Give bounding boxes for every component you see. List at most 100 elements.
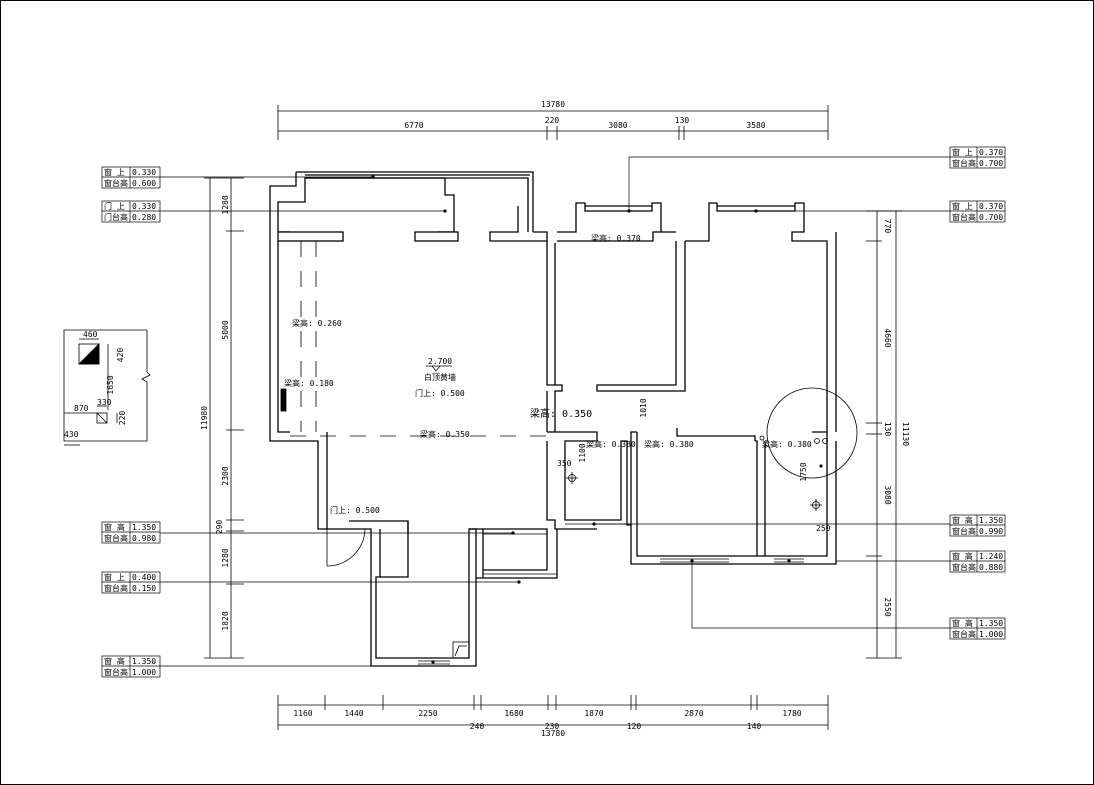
bottom-total-dim: 13780 (541, 729, 565, 738)
beam-lines (290, 241, 547, 437)
door-label-center: 门上: 0.500 (415, 388, 465, 398)
right-dim-130: 130 (883, 422, 892, 437)
note-2-label2: 门台高 (104, 212, 128, 222)
note-8-label1: 窗 高 (952, 515, 973, 525)
note-8: 窗 高 1.350 窗台高 0.990 (952, 515, 1003, 536)
top-dim-3580: 3580 (746, 121, 765, 130)
right-dim-3080: 3080 (883, 485, 892, 504)
bottom-dim-2250: 2250 (418, 709, 437, 718)
note-6-value2: 0.700 (979, 159, 1003, 168)
bottom-dim-1680: 1680 (504, 709, 523, 718)
bottom-dim-1160: 1160 (293, 709, 312, 718)
note-4-value2: 0.150 (132, 584, 156, 593)
ceiling-finish: 白顶黄墙 (424, 372, 456, 382)
note-7-label2: 窗台高 (952, 212, 976, 222)
detail-dim-220: 220 (118, 411, 127, 426)
note-9-value1: 1.240 (979, 552, 1003, 561)
beam-label-0350-a: 梁高: 0.350 (420, 429, 470, 439)
top-dim-130: 130 (675, 116, 690, 125)
note-9-label2: 窗台高 (952, 562, 976, 572)
left-dim-1280a: 1280 (221, 195, 230, 214)
note-7-value2: 0.700 (979, 213, 1003, 222)
beam-label-0350-b: 梁高: 0.350 (530, 407, 592, 420)
detail-dim-870: 870 (74, 404, 89, 413)
note-5-label2: 窗台高 (104, 667, 128, 677)
left-dimension-chain (204, 177, 244, 659)
note-10: 窗 高 1.350 窗台高 1.000 (952, 618, 1003, 639)
right-dim-770: 770 (883, 219, 892, 234)
note-9-label1: 窗 高 (952, 551, 973, 561)
note-3-label1: 窗 高 (104, 522, 125, 532)
note-10-label1: 窗 高 (952, 618, 973, 628)
note-1-label2: 窗台高 (104, 178, 128, 188)
right-leaders (594, 156, 950, 629)
top-total-dim: 13780 (541, 100, 565, 109)
note-1-label1: 窗 上 (104, 167, 125, 177)
note-8-value1: 1.350 (979, 516, 1003, 525)
detail-dim-430: 430 (64, 430, 79, 439)
dim-1010: 1010 (639, 398, 648, 417)
detail-dim-1650: 1650 (106, 375, 115, 394)
note-5-label1: 窗 高 (104, 656, 125, 666)
top-dimension-chain (277, 105, 829, 140)
left-dim-5000: 5000 (221, 320, 230, 339)
note-10-value2: 1.000 (979, 630, 1003, 639)
beam-label-0260: 梁高: 0.260 (292, 318, 342, 328)
right-total-dim: 11130 (901, 422, 910, 446)
note-6-label2: 窗台高 (952, 158, 976, 168)
note-7-label1: 窗 上 (952, 201, 973, 211)
note-2: 门 上 0.330 门台高 0.280 (104, 201, 156, 222)
note-9: 窗 高 1.240 窗台高 0.880 (952, 551, 1003, 572)
bottom-sub-230: 230 (545, 722, 560, 731)
top-dim-220: 220 (545, 116, 560, 125)
note-8-value2: 0.990 (979, 527, 1003, 536)
note-3-value1: 1.350 (132, 523, 156, 532)
beam-label-0370: 梁高: 0.370 (591, 233, 641, 243)
beam-label-0380-c: 梁高: 0.380 (762, 439, 812, 449)
left-dim-1280b: 1280 (221, 548, 230, 567)
note-2-value1: 0.330 (132, 202, 156, 211)
bottom-dim-2870: 2870 (684, 709, 703, 718)
note-4-value1: 0.400 (132, 573, 156, 582)
bottom-dim-1440: 1440 (344, 709, 363, 718)
note-boxes-right (949, 146, 1006, 640)
note-9-value2: 0.880 (979, 563, 1003, 572)
beam-label-0380-b: 梁高: 0.380 (644, 439, 694, 449)
right-dim-2550: 2550 (883, 597, 892, 616)
note-3-value2: 0.980 (132, 534, 156, 543)
ceiling-level-marker (426, 365, 452, 372)
left-total-dim: 11980 (200, 406, 209, 430)
note-6-value1: 0.370 (979, 148, 1003, 157)
note-7: 窗 上 0.370 窗台高 0.700 (952, 201, 1003, 222)
dim-350: 350 (557, 459, 572, 468)
dim-1750: 1750 (799, 462, 808, 481)
note-4: 窗 上 0.400 窗台高 0.150 (104, 572, 156, 593)
note-6-label1: 窗 上 (952, 147, 973, 157)
note-5-value2: 1.000 (132, 668, 156, 677)
door-label-bottom: 门上: 0.500 (330, 505, 380, 515)
right-dim-4660: 4660 (883, 328, 892, 347)
note-1: 窗 上 0.330 窗台高 0.600 (104, 167, 156, 188)
note-10-label2: 窗台高 (952, 629, 976, 639)
detail-inset (63, 329, 151, 446)
left-dim-290: 290 (215, 520, 224, 535)
note-10-value1: 1.350 (979, 619, 1003, 628)
note-4-label2: 窗台高 (104, 583, 128, 593)
bottom-sub-120: 120 (627, 722, 642, 731)
bottom-dimension-chain (277, 695, 829, 730)
note-1-value2: 0.600 (132, 179, 156, 188)
leader-dots (371, 175, 791, 664)
dim-250: 250 (816, 524, 831, 533)
left-dim-2300: 2300 (221, 466, 230, 485)
bottom-dim-1780: 1780 (782, 709, 801, 718)
detail-dim-420: 420 (116, 348, 125, 363)
note-7-value1: 0.370 (979, 202, 1003, 211)
note-6: 窗 上 0.370 窗台高 0.700 (952, 147, 1003, 168)
note-2-label1: 门 上 (104, 201, 125, 211)
door-swing (326, 528, 366, 567)
note-boxes-left (101, 166, 161, 678)
bottom-sub-240: 240 (470, 722, 485, 731)
note-3-label2: 窗台高 (104, 533, 128, 543)
fixtures (280, 387, 858, 659)
